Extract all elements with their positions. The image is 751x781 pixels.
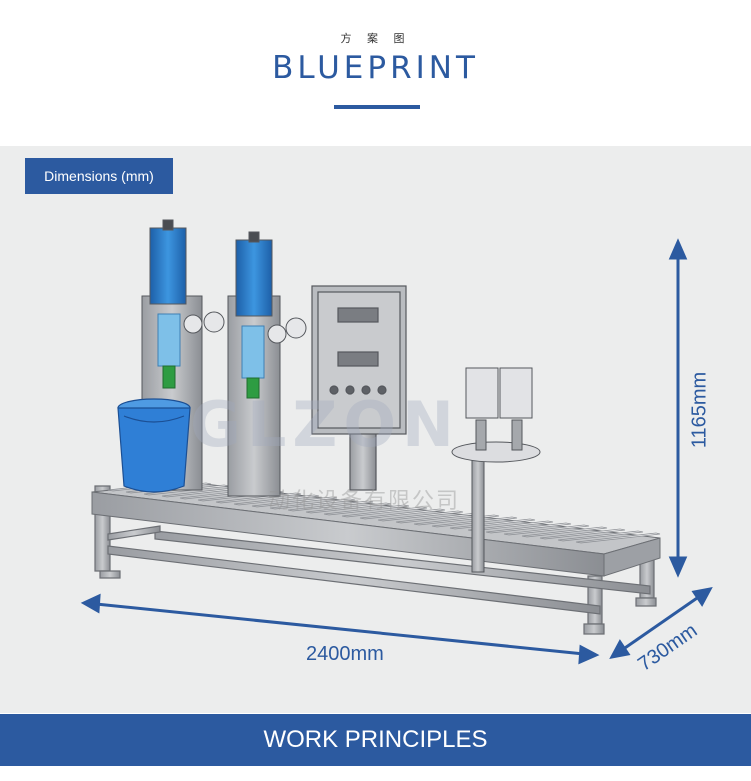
dimension-arrows: [80, 238, 713, 665]
title-underline: [334, 105, 420, 109]
conveyor: [91, 480, 661, 577]
base-frame: [94, 485, 657, 635]
control-cabinet: [311, 285, 407, 491]
work-principles-banner: [0, 714, 751, 766]
header: 方 案 图 BLUEPRINT: [0, 0, 751, 146]
work-principles-title: WORK PRINCIPLES: [263, 726, 488, 753]
section-subtitle: 方 案 图: [340, 32, 411, 45]
brand-watermark: GLZON: [190, 388, 460, 461]
filling-head-2: [227, 231, 307, 497]
bucket: [117, 398, 191, 493]
section-title: BLUEPRINT: [272, 50, 479, 86]
filling-machine-illustration: [80, 219, 713, 665]
capping-station: [451, 367, 541, 573]
company-watermark: 动化设备有限公司: [268, 489, 461, 514]
dimensions-badge: Dimensions (mm): [25, 158, 173, 194]
width-dimension-label: 2400mm: [306, 643, 384, 665]
height-dimension-label: 1165mm: [688, 371, 711, 449]
